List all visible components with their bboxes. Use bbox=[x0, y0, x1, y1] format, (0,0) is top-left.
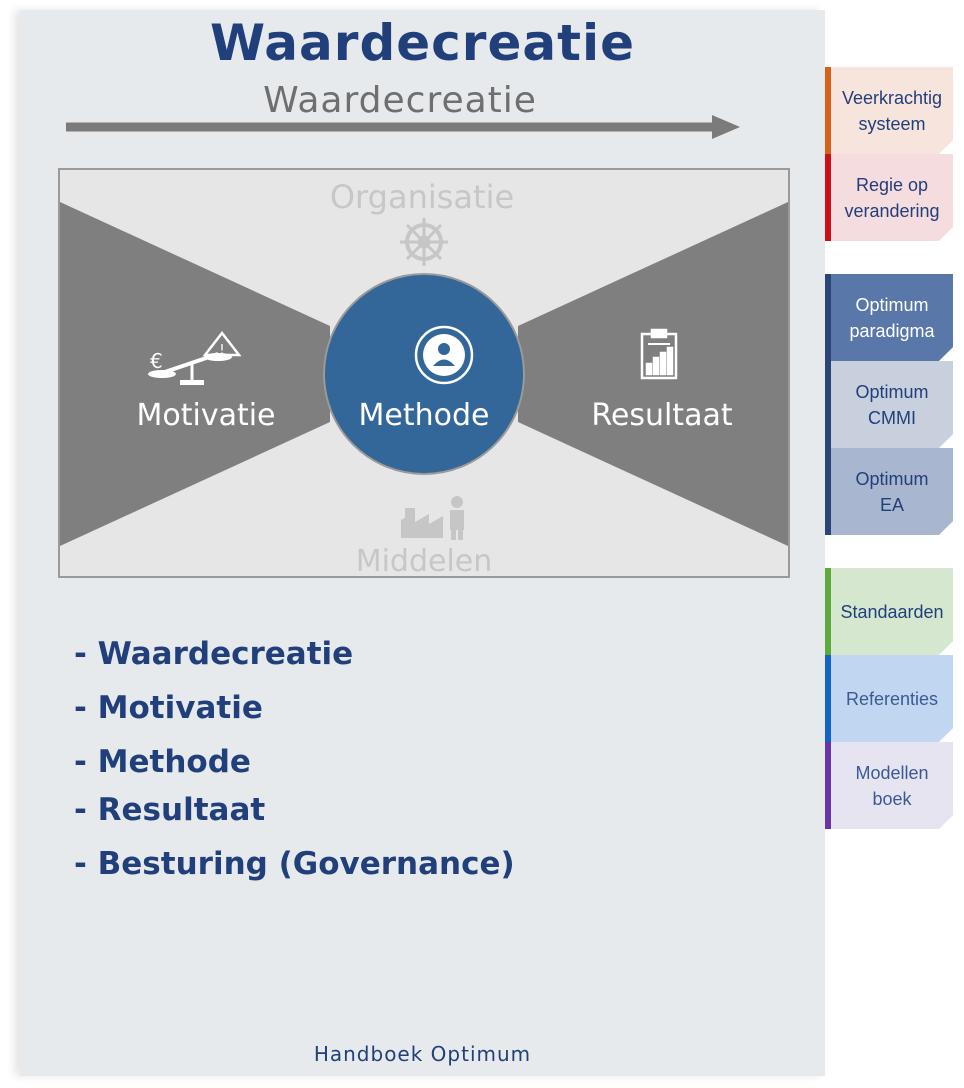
page-subtitle: Waardecreatie bbox=[263, 80, 537, 121]
tab-label: Optimum EA bbox=[855, 468, 929, 515]
svg-text:!: ! bbox=[219, 343, 224, 358]
motivatie-label: Motivatie bbox=[136, 398, 275, 433]
handbook-page: Waardecreatie Waardecreatie Organisatie … bbox=[20, 10, 825, 1076]
tab-veerkrachtig-systeem[interactable]: Veerkrachtig systeem bbox=[825, 67, 953, 154]
methode-label: Methode bbox=[359, 398, 490, 433]
list-item: - Waardecreatie bbox=[74, 636, 354, 672]
tab-label: Modellen boek bbox=[855, 762, 929, 809]
user-cycle-icon bbox=[414, 325, 474, 385]
tab-optimum-paradigma[interactable]: Optimum paradigma bbox=[825, 274, 953, 361]
tab-label: Optimum paradigma bbox=[849, 294, 935, 341]
tab-optimum-ea[interactable]: Optimum EA bbox=[825, 448, 953, 535]
page-title: Waardecreatie bbox=[209, 14, 636, 72]
resultaat-label: Resultaat bbox=[591, 398, 732, 433]
tab-optimum-cmmi[interactable]: Optimum CMMI bbox=[825, 361, 953, 448]
svg-text:€: € bbox=[150, 349, 163, 373]
tab-referenties[interactable]: Referenties bbox=[825, 655, 953, 742]
list-item: - Motivatie bbox=[74, 690, 263, 726]
list-item: - Methode bbox=[74, 744, 251, 780]
list-item: - Besturing (Governance) bbox=[74, 846, 515, 882]
left-wedge bbox=[60, 202, 330, 546]
tab-modellen-boek[interactable]: Modellen boek bbox=[825, 742, 953, 829]
balance-scale-icon: € ! bbox=[148, 330, 242, 385]
helm-wheel-icon bbox=[400, 218, 448, 266]
report-chart-icon bbox=[640, 328, 678, 380]
tab-label: Standaarden bbox=[840, 601, 944, 622]
progress-arrow bbox=[66, 115, 740, 139]
factory-worker-icon bbox=[401, 496, 464, 540]
list-item: - Resultaat bbox=[74, 792, 266, 828]
tab-regie-op-verandering[interactable]: Regie op verandering bbox=[825, 154, 953, 241]
tab-label: Referenties bbox=[845, 688, 939, 709]
footer-title: Handboek Optimum bbox=[313, 1042, 532, 1066]
tab-standaarden[interactable]: Standaarden bbox=[825, 568, 953, 655]
tab-label: Optimum CMMI bbox=[855, 381, 929, 428]
value-creation-diagram: Organisatie € ! Motivatie bbox=[58, 168, 790, 579]
middelen-label: Middelen bbox=[356, 544, 493, 579]
organisatie-label: Organisatie bbox=[330, 178, 514, 216]
tab-label: Regie op verandering bbox=[844, 174, 940, 221]
tab-label: Veerkrachtig systeem bbox=[841, 87, 943, 134]
